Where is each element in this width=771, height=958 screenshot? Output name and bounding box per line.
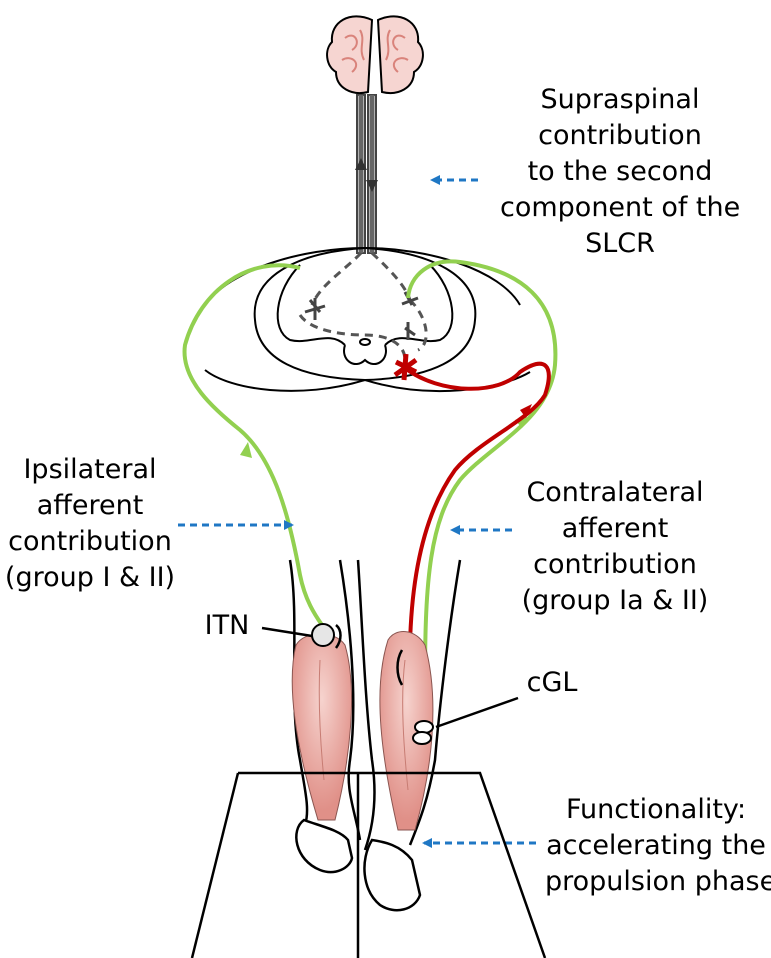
ipsilateral-line-1: Ipsilateral <box>0 452 180 488</box>
supraspinal-line-1: Supraspinal <box>500 82 740 118</box>
interneuron-icons <box>305 292 418 340</box>
motoneuron <box>395 354 416 380</box>
ipsilateral-calf-muscle <box>292 634 351 820</box>
contralateral-line-1: Contralateral <box>510 475 720 511</box>
spinal-tract <box>355 95 378 253</box>
cgl-label: cGL <box>512 665 592 701</box>
contralateral-shoe <box>364 840 420 910</box>
ipsilateral-line-2: afferent <box>0 488 180 524</box>
contralateral-line-3: contribution <box>510 547 720 583</box>
itn-pointer <box>262 628 312 636</box>
supraspinal-line-3: to the second <box>500 154 740 190</box>
functionality-label: Functionality: accelerating the propulsi… <box>545 792 767 900</box>
contralateral-line-2: afferent <box>510 511 720 547</box>
cgl-pointer <box>436 698 518 727</box>
itn-stimulation-site <box>312 624 334 646</box>
ipsilateral-line-4: (group I & II) <box>0 560 180 596</box>
ipsilateral-label: Ipsilateral afferent contribution (group… <box>0 452 180 596</box>
itn-label: ITN <box>192 608 262 644</box>
brain <box>327 16 423 93</box>
ipsilateral-line-3: contribution <box>0 524 180 560</box>
cgl-electrode-2 <box>413 732 431 744</box>
supraspinal-line-2: contribution <box>500 118 740 154</box>
functionality-line-3: propulsion phase <box>545 864 767 900</box>
supraspinal-label: Supraspinal contribution to the second c… <box>500 82 740 262</box>
functionality-line-2: accelerating the <box>545 828 767 864</box>
contralateral-line-4: (group Ia & II) <box>510 583 720 619</box>
functionality-line-1: Functionality: <box>545 792 767 828</box>
supraspinal-line-5: SLCR <box>500 226 740 262</box>
supraspinal-line-4: component of the <box>500 190 740 226</box>
ipsilateral-arrowhead <box>240 442 252 458</box>
ipsilateral-afferent-path <box>185 265 322 625</box>
ipsilateral-shoe <box>296 820 352 872</box>
contralateral-label: Contralateral afferent contribution (gro… <box>510 475 720 619</box>
